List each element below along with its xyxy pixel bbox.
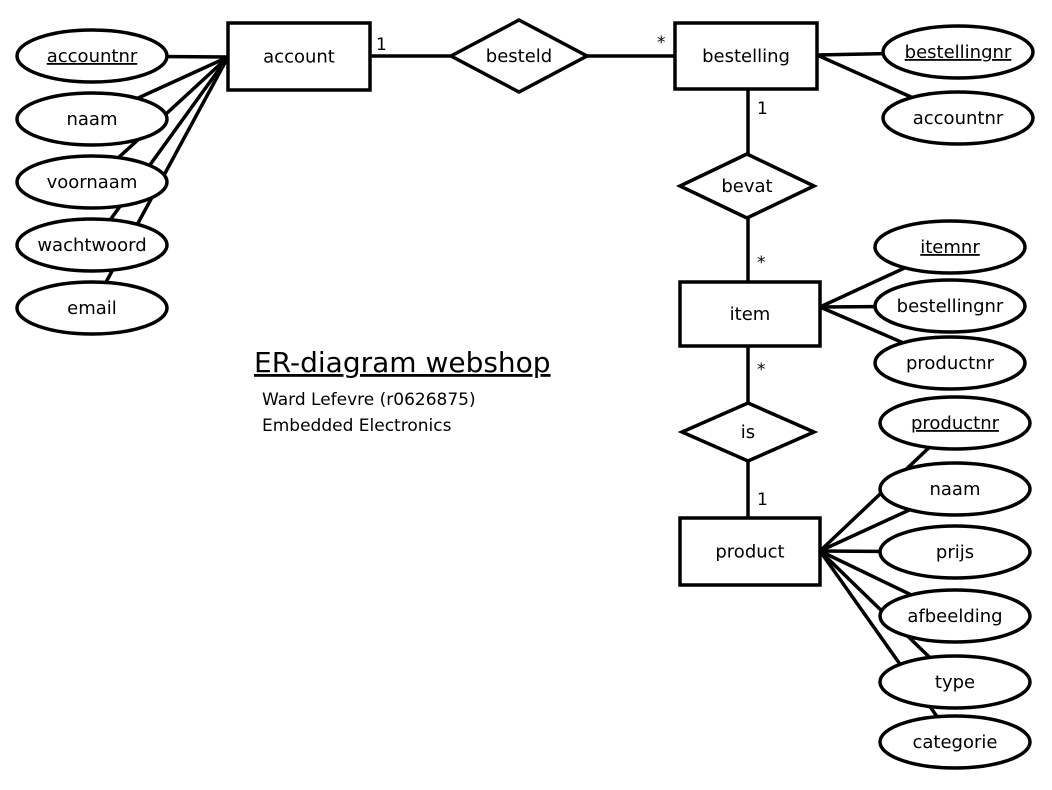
attribute-label-product-afbeelding: afbeelding xyxy=(907,606,1002,627)
attribute-account-naam: naam xyxy=(15,91,169,147)
attribute-ellipse-account-wachtwoord xyxy=(15,217,169,273)
cardinality-bevat-from: 1 xyxy=(757,99,768,119)
key-attribute-label-product-productnr: productnr xyxy=(911,413,1000,434)
relationship-diamond-is xyxy=(677,401,819,463)
attribute-label-item-bestellingnr: bestellingnr xyxy=(897,296,1004,317)
entity-product: product xyxy=(678,516,822,587)
relationship-is: is xyxy=(677,401,819,463)
attribute-label-item-productnr: productnr xyxy=(906,353,995,374)
attribute-bestelling-bestellingnr: bestellingnr xyxy=(881,24,1035,80)
diagram-course: Embedded Electronics xyxy=(262,416,452,436)
attribute-account-email: email xyxy=(15,280,169,336)
attribute-product-categorie: categorie xyxy=(878,714,1032,770)
attribute-account-wachtwoord: wachtwoord xyxy=(15,217,169,273)
attribute-ellipse-product-afbeelding xyxy=(878,588,1032,644)
key-attribute-label-bestelling-bestellingnr: bestellingnr xyxy=(905,42,1012,63)
attribute-edge-account-wachtwoord xyxy=(90,55,230,247)
attribute-ellipse-product-prijs xyxy=(878,524,1032,580)
entity-account: account xyxy=(226,21,372,92)
attribute-edge-product-categorie xyxy=(818,549,957,744)
attribute-label-product-categorie: categorie xyxy=(913,732,998,753)
cardinality-bevat-to: * xyxy=(757,253,766,273)
relationship-label-bevat: bevat xyxy=(721,176,772,197)
attribute-label-product-type: type xyxy=(935,672,975,693)
relationship-label-besteld: besteld xyxy=(486,46,552,67)
cardinality-besteld-to: * xyxy=(657,33,666,53)
diagram-author: Ward Lefevre (r0626875) xyxy=(262,390,476,410)
attribute-label-product-naam: naam xyxy=(929,479,980,500)
attribute-label-product-prijs: prijs xyxy=(936,542,974,563)
entity-box-item xyxy=(678,280,822,348)
entity-box-account xyxy=(226,21,372,92)
relationship-diamond-besteld xyxy=(447,18,591,94)
attribute-ellipse-product-categorie xyxy=(878,714,1032,770)
attribute-item-itemnr: itemnr xyxy=(873,219,1027,275)
attribute-label-account-wachtwoord: wachtwoord xyxy=(37,235,146,256)
connector-lines xyxy=(90,50,959,744)
attribute-label-account-voornaam: voornaam xyxy=(47,172,138,193)
cardinality-is-to: 1 xyxy=(757,490,768,510)
attribute-product-type: type xyxy=(878,654,1032,710)
relationship-diamond-bevat xyxy=(675,152,819,220)
attribute-product-prijs: prijs xyxy=(878,524,1032,580)
entity-label-item: item xyxy=(730,304,771,325)
relationship-bevat: bevat xyxy=(675,152,819,220)
entity-label-bestelling: bestelling xyxy=(702,46,790,67)
key-attribute-label-item-itemnr: itemnr xyxy=(920,237,980,258)
cardinality-besteld-from: 1 xyxy=(376,35,387,55)
attribute-ellipse-bestelling-bestellingnr xyxy=(881,24,1035,80)
attribute-ellipse-account-accountnr xyxy=(15,28,169,84)
attribute-product-afbeelding: afbeelding xyxy=(878,588,1032,644)
cardinality-is-from: * xyxy=(757,360,766,380)
attribute-bestelling-accountnr: accountnr xyxy=(881,90,1035,146)
attribute-product-productnr: productnr xyxy=(878,395,1032,451)
attribute-item-productnr: productnr xyxy=(873,335,1027,391)
key-attribute-label-account-accountnr: accountnr xyxy=(47,46,138,67)
diagram-caption: ER-diagram webshop Ward Lefevre (r062687… xyxy=(254,346,551,436)
attribute-ellipse-item-itemnr xyxy=(873,219,1027,275)
relationship-besteld: besteld xyxy=(447,18,591,94)
entity-item: item xyxy=(678,280,822,348)
attribute-account-accountnr: accountnr xyxy=(15,28,169,84)
attribute-ellipse-account-voornaam xyxy=(15,154,169,210)
relationship-label-is: is xyxy=(741,422,755,443)
entity-box-product xyxy=(678,516,822,587)
entity-label-account: account xyxy=(263,47,335,68)
entity-bestelling: bestelling xyxy=(673,21,819,91)
attribute-ellipse-product-naam xyxy=(878,461,1032,517)
attribute-label-bestelling-accountnr: accountnr xyxy=(913,108,1004,129)
attribute-item-bestellingnr: bestellingnr xyxy=(873,278,1027,334)
attribute-label-account-naam: naam xyxy=(66,109,117,130)
entity-box-bestelling xyxy=(673,21,819,91)
attribute-ellipse-item-bestellingnr xyxy=(873,278,1027,334)
attribute-ellipse-product-type xyxy=(878,654,1032,710)
attribute-ellipse-item-productnr xyxy=(873,335,1027,391)
attribute-ellipse-product-productnr xyxy=(878,395,1032,451)
attribute-ellipse-account-email xyxy=(15,280,169,336)
attribute-account-voornaam: voornaam xyxy=(15,154,169,210)
attribute-product-naam: naam xyxy=(878,461,1032,517)
cardinality-labels: 1 * 1 * * 1 xyxy=(376,33,768,510)
attribute-ellipse-account-naam xyxy=(15,91,169,147)
attribute-ellipse-bestelling-accountnr xyxy=(881,90,1035,146)
attribute-label-account-email: email xyxy=(67,298,117,319)
diagram-nodes: account bestelling item product besteld bevat… xyxy=(15,18,1035,770)
diagram-title: ER-diagram webshop xyxy=(254,346,551,379)
entity-label-product: product xyxy=(715,542,784,563)
